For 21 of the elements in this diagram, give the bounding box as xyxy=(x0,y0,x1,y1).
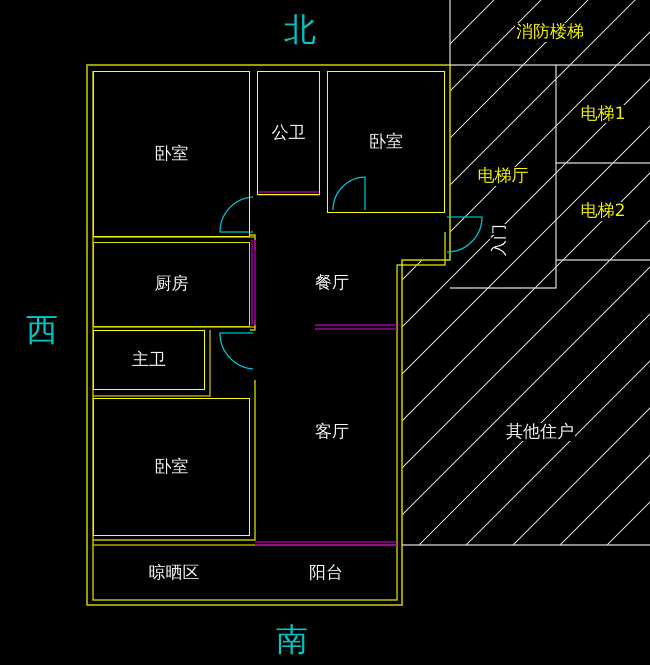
room-name: 消防楼梯 xyxy=(515,23,585,42)
room-name: 其他住户 xyxy=(505,422,575,442)
room-outline xyxy=(93,330,205,390)
room-name: 厨房 xyxy=(154,275,190,294)
entrance-label: 入门 xyxy=(490,224,508,256)
room-name: 客厅 xyxy=(314,422,350,442)
room-outline xyxy=(93,398,250,536)
room-name: 餐厅 xyxy=(314,274,350,292)
room-outline xyxy=(257,71,320,195)
room-name: 公卫 xyxy=(270,124,306,142)
room-name: 卧室 xyxy=(154,144,190,164)
room-name: 电梯2 xyxy=(580,202,626,221)
room-name: 阳台 xyxy=(308,564,344,582)
room-name: 卧室 xyxy=(154,458,190,476)
room-outline xyxy=(93,242,250,327)
room-name: 卧室 xyxy=(368,132,404,152)
room-outline xyxy=(327,71,445,213)
room-name: 电梯厅 xyxy=(476,167,530,186)
room-name: 电梯1 xyxy=(580,104,626,124)
room-outline xyxy=(93,71,250,237)
room-name: 晾晒区 xyxy=(148,564,200,582)
